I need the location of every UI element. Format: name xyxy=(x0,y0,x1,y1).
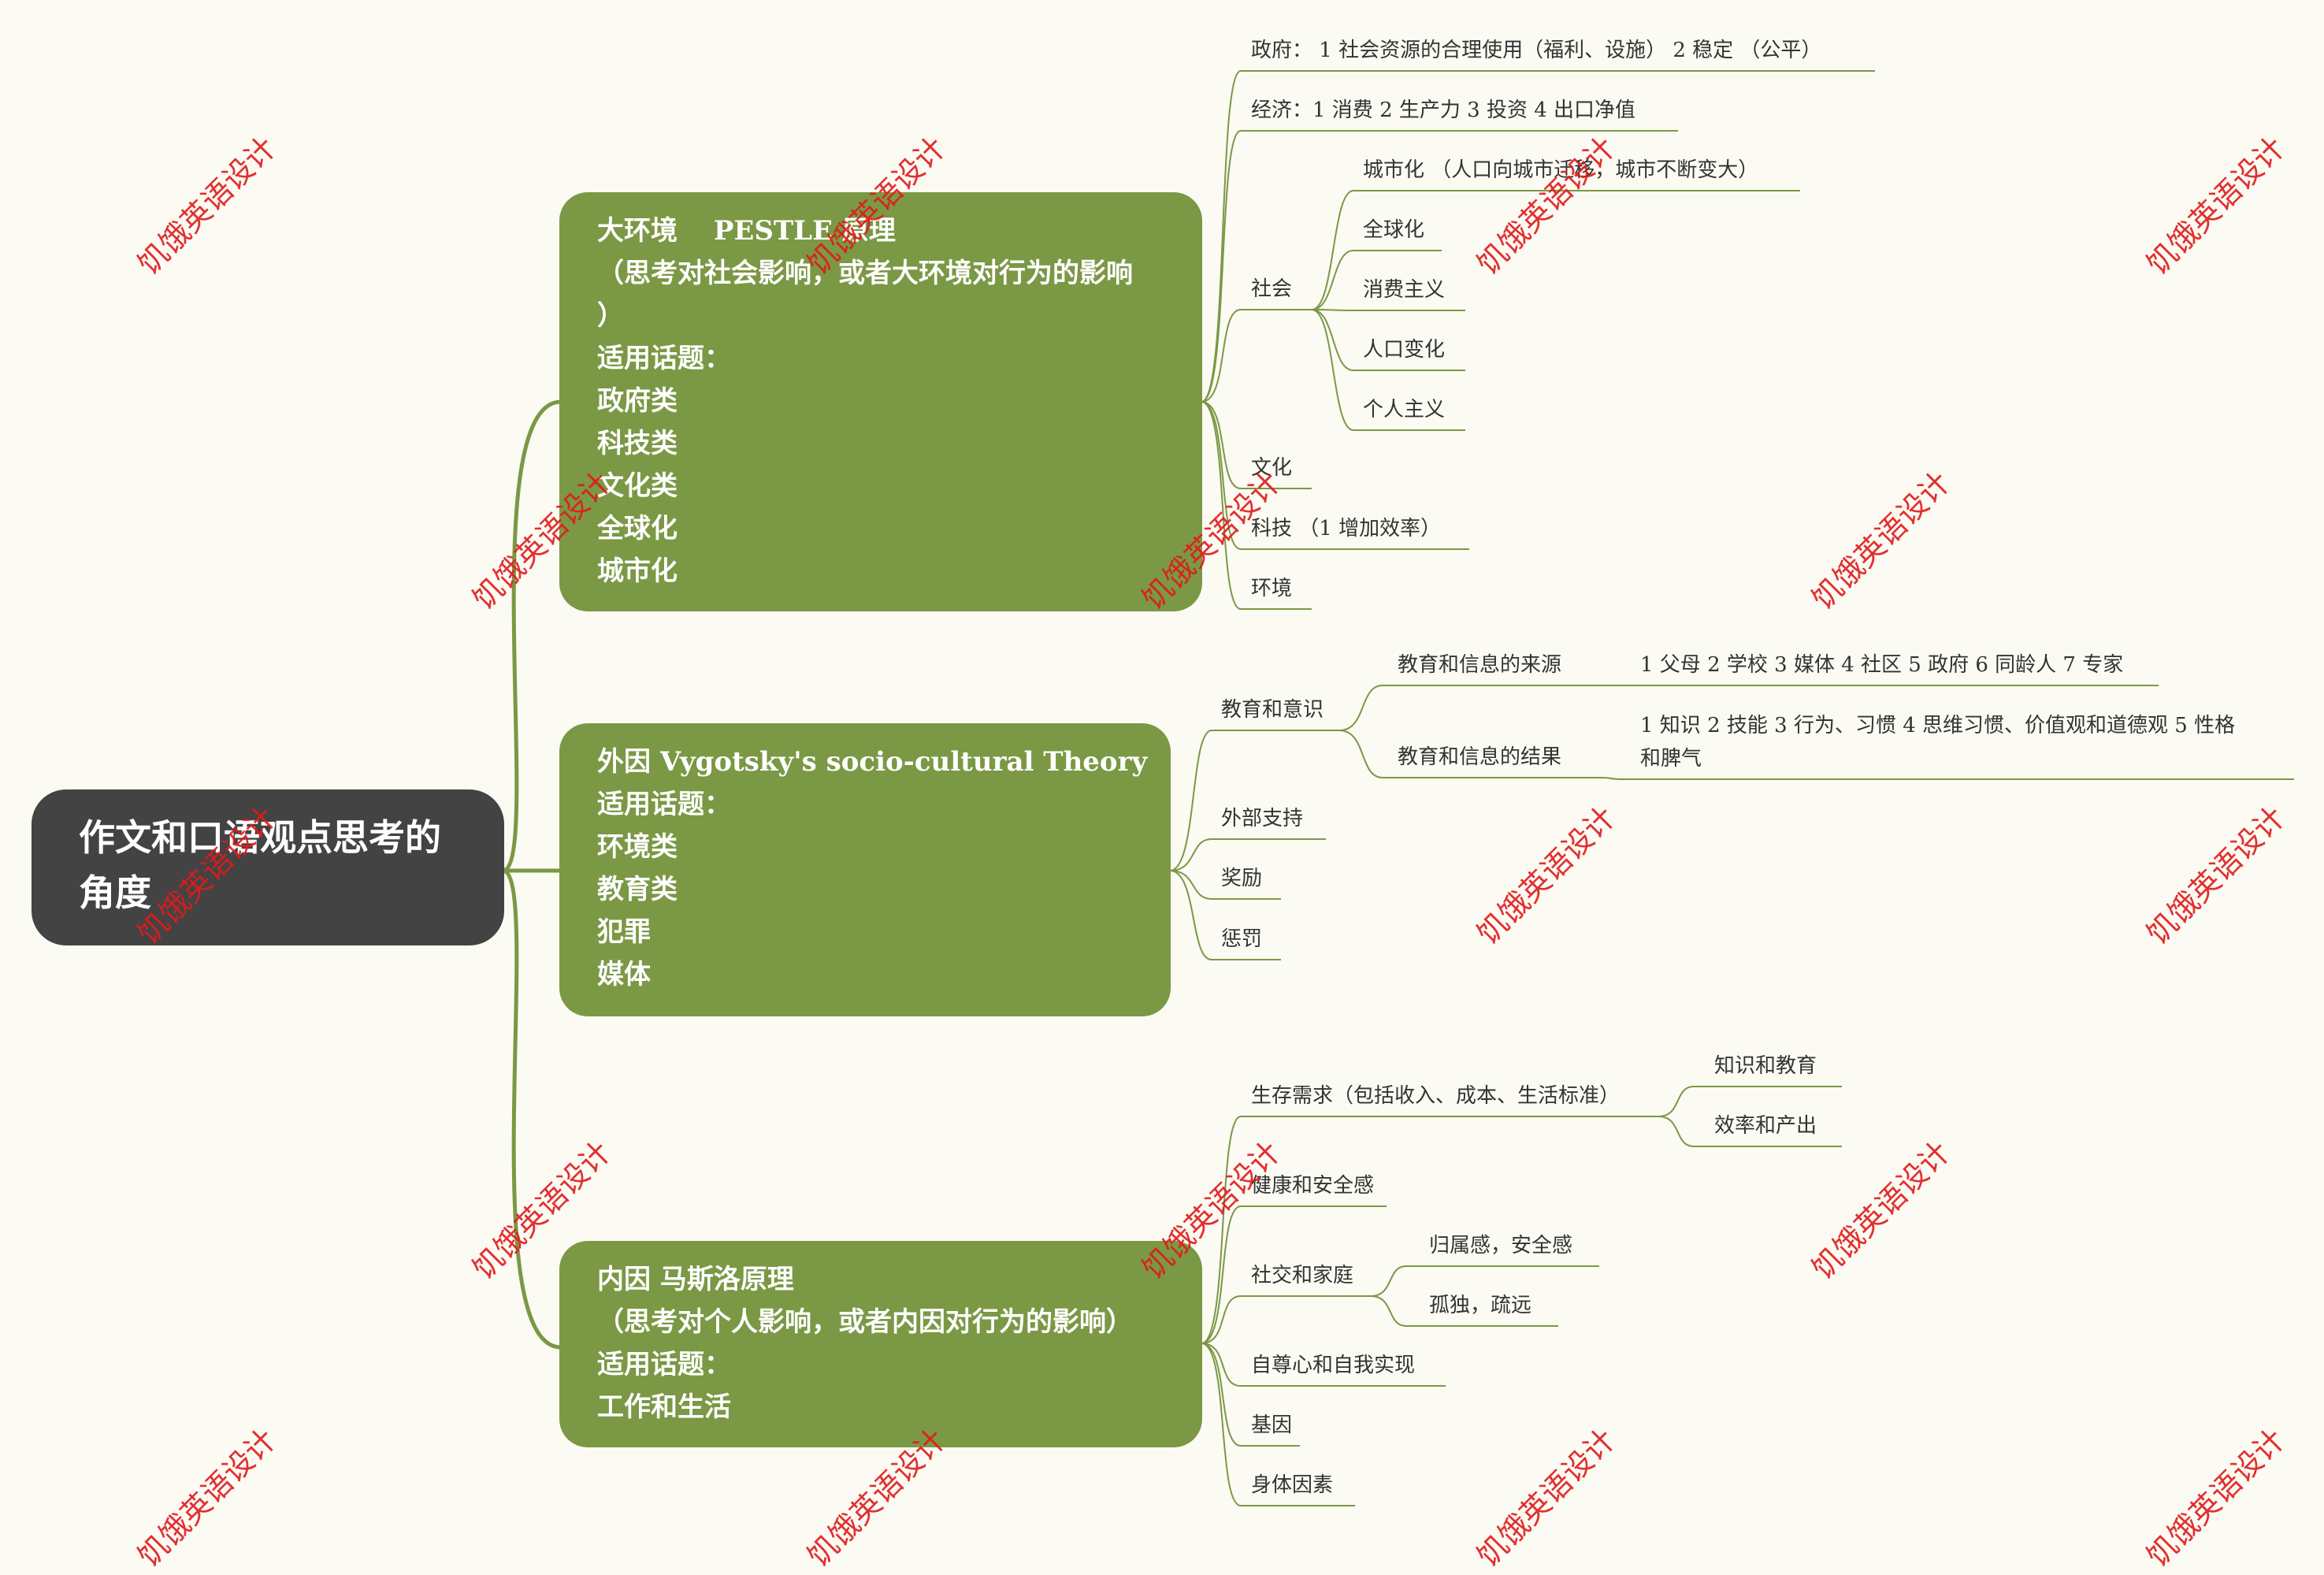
topic-social-belonging[interactable]: 归属感，安全感 xyxy=(1429,1234,1573,1257)
branch-line: 犯罪 xyxy=(597,916,651,948)
topic-society[interactable]: 社会 xyxy=(1251,277,1293,301)
branch-line: ） xyxy=(597,300,624,332)
topic-education[interactable]: 教育和意识 xyxy=(1221,698,1324,722)
topic-society-consumerism[interactable]: 消费主义 xyxy=(1363,278,1446,302)
topic-physical[interactable]: 身体因素 xyxy=(1251,1473,1334,1497)
branch-line: 适用话题： xyxy=(597,1349,731,1380)
topic-society-population[interactable]: 人口变化 xyxy=(1363,338,1446,362)
topic-reward[interactable]: 奖励 xyxy=(1221,867,1263,890)
branch-macro-environment[interactable]: 大环境 PESTLE 原理 （思考对社会影响，或者大环境对行为的影响 ） 适用话… xyxy=(559,192,1202,611)
branch-line: 工作和生活 xyxy=(597,1391,731,1423)
topic-technology[interactable]: 科技 （1 增加效率） xyxy=(1251,517,1442,540)
branch-line: 教育类 xyxy=(597,874,678,905)
topic-education-result-detail-1[interactable]: 1 知识 2 技能 3 行为、习惯 4 思维习惯、价值观和道德观 5 性格 xyxy=(1640,714,2236,737)
branch-line: 科技类 xyxy=(597,428,678,459)
branch-line: 城市化 xyxy=(597,555,678,587)
branch-line: （思考对社会影响，或者大环境对行为的影响 xyxy=(597,258,1133,289)
branch-line: 环境类 xyxy=(597,831,678,863)
topic-education-result-detail-2[interactable]: 和脾气 xyxy=(1640,747,1702,771)
topic-culture[interactable]: 文化 xyxy=(1251,456,1293,480)
topic-education-result[interactable]: 教育和信息的结果 xyxy=(1398,745,1562,769)
branch-internal-factors[interactable]: 内因 马斯洛原理 （思考对个人影响，或者内因对行为的影响） 适用话题： 工作和生… xyxy=(559,1241,1202,1447)
topic-gene[interactable]: 基因 xyxy=(1251,1413,1293,1437)
root-title-line-1: 作文和口语观点思考的 xyxy=(79,816,441,859)
branch-line: 媒体 xyxy=(597,959,651,990)
topic-education-source-detail[interactable]: 1 父母 2 学校 3 媒体 4 社区 5 政府 6 同龄人 7 专家 xyxy=(1640,653,2124,677)
topic-survival-efficiency[interactable]: 效率和产出 xyxy=(1714,1114,1817,1138)
branch-line: 内因 马斯洛原理 xyxy=(597,1264,794,1295)
topic-health[interactable]: 健康和安全感 xyxy=(1251,1174,1375,1198)
branch-external-factors[interactable]: 外因 Vygotsky's socio-cultural Theory 适用话题… xyxy=(559,723,1171,1016)
topic-society-urbanization[interactable]: 城市化 （人口向城市迁移，城市不断变大） xyxy=(1363,158,1759,182)
topic-survival-knowledge[interactable]: 知识和教育 xyxy=(1714,1054,1817,1078)
topic-society-globalization[interactable]: 全球化 xyxy=(1363,218,1425,242)
root-topic[interactable]: 作文和口语观点思考的 角度 xyxy=(32,789,504,945)
root-title-line-2: 角度 xyxy=(79,871,151,914)
topic-social-loneliness[interactable]: 孤独，疏远 xyxy=(1429,1294,1532,1317)
topic-social-family[interactable]: 社交和家庭 xyxy=(1251,1264,1354,1287)
branch-line: 政府类 xyxy=(597,385,678,417)
topic-punishment[interactable]: 惩罚 xyxy=(1221,927,1263,951)
branch-line: 适用话题： xyxy=(597,789,731,820)
connector-lines xyxy=(502,70,2294,1506)
topic-survival[interactable]: 生存需求（包括收入、成本、生活标准） xyxy=(1251,1084,1620,1108)
topic-self-esteem[interactable]: 自尊心和自我实现 xyxy=(1251,1354,1416,1377)
branch-line: 大环境 PESTLE 原理 xyxy=(597,215,896,247)
topic-society-individualism[interactable]: 个人主义 xyxy=(1363,398,1446,422)
branch-line: 适用话题： xyxy=(597,343,731,374)
branch-line: （思考对个人影响，或者内因对行为的影响） xyxy=(597,1306,1133,1338)
topic-environment[interactable]: 环境 xyxy=(1251,577,1293,600)
topic-government[interactable]: 政府： 1 社会资源的合理使用（福利、设施） 2 稳定 （公平） xyxy=(1251,39,1822,62)
topic-economy[interactable]: 经济：1 消费 2 生产力 3 投资 4 出口净值 xyxy=(1251,98,1636,122)
topic-education-source[interactable]: 教育和信息的来源 xyxy=(1398,653,1562,677)
branch-line: 全球化 xyxy=(597,513,678,544)
topic-external-support[interactable]: 外部支持 xyxy=(1221,807,1304,830)
branch-line: 文化类 xyxy=(597,470,678,502)
branch-line: 外因 Vygotsky's socio-cultural Theory xyxy=(597,746,1148,778)
